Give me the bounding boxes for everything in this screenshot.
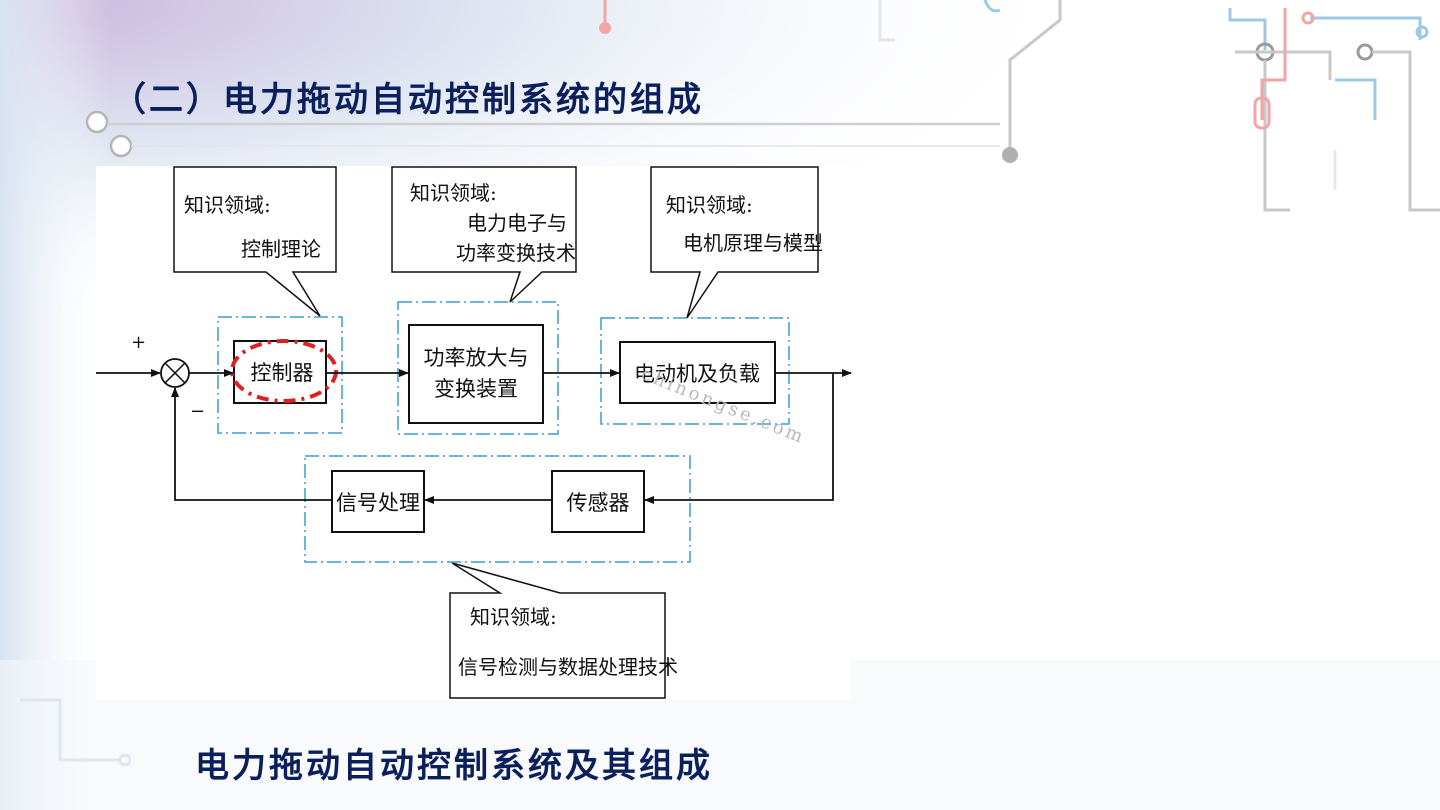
- summing-junction: [160, 358, 190, 388]
- callout-text: 控制理论: [241, 237, 321, 261]
- frame-motor: [600, 317, 790, 425]
- callout-power-electronics: 知识领域: 电力电子与 功率变换技术: [391, 166, 577, 303]
- slide-title: （二）电力拖动自动控制系统的组成: [112, 80, 704, 120]
- power-converter-label: 变换装置: [434, 377, 518, 401]
- callout-text: 信号检测与数据处理技术: [458, 655, 678, 679]
- callout-text: 功率变换技术: [456, 241, 576, 265]
- callout-control-theory: 知识领域: 控制理论: [173, 166, 337, 317]
- callout-heading: 知识领域:: [184, 193, 271, 217]
- callout-heading: 知识领域:: [666, 193, 753, 217]
- frame-feedback: [304, 455, 691, 563]
- signal-processing-label: 信号处理: [336, 491, 420, 515]
- plus-sign: +: [131, 332, 146, 353]
- motor-load-label: 电动机及负载: [634, 362, 760, 386]
- frame-power: [397, 301, 559, 435]
- title-underline: [85, 110, 1000, 158]
- domain-frames: [217, 301, 790, 563]
- figure-caption: 电力拖动自动控制系统及其组成: [195, 746, 713, 786]
- circuit-decoration: [20, 0, 1440, 767]
- power-converter-block: [408, 324, 544, 424]
- feedback-arrow: [171, 387, 332, 501]
- callout-text: 电力电子与: [467, 211, 567, 235]
- power-converter-label: 功率放大与: [424, 346, 529, 370]
- callout-text: 电机原理与模型: [683, 231, 823, 255]
- sensor-label: 传感器: [567, 491, 630, 515]
- minus-sign: −: [190, 401, 205, 422]
- signal-lines: [96, 369, 852, 504]
- controller-highlight: [230, 339, 338, 403]
- output-tap-line: [644, 373, 834, 504]
- controller-label: 控制器: [251, 361, 314, 385]
- sensor-block: [551, 470, 645, 533]
- callout-heading: 知识领域:: [470, 605, 557, 629]
- callout-motor-theory: 知识领域: 电机原理与模型: [650, 166, 823, 319]
- frame-controller: [217, 316, 343, 434]
- signal-processing-block: [331, 470, 425, 533]
- callout-heading: 知识领域:: [410, 181, 497, 205]
- callout-signal-processing: 知识领域: 信号检测与数据处理技术: [449, 562, 678, 699]
